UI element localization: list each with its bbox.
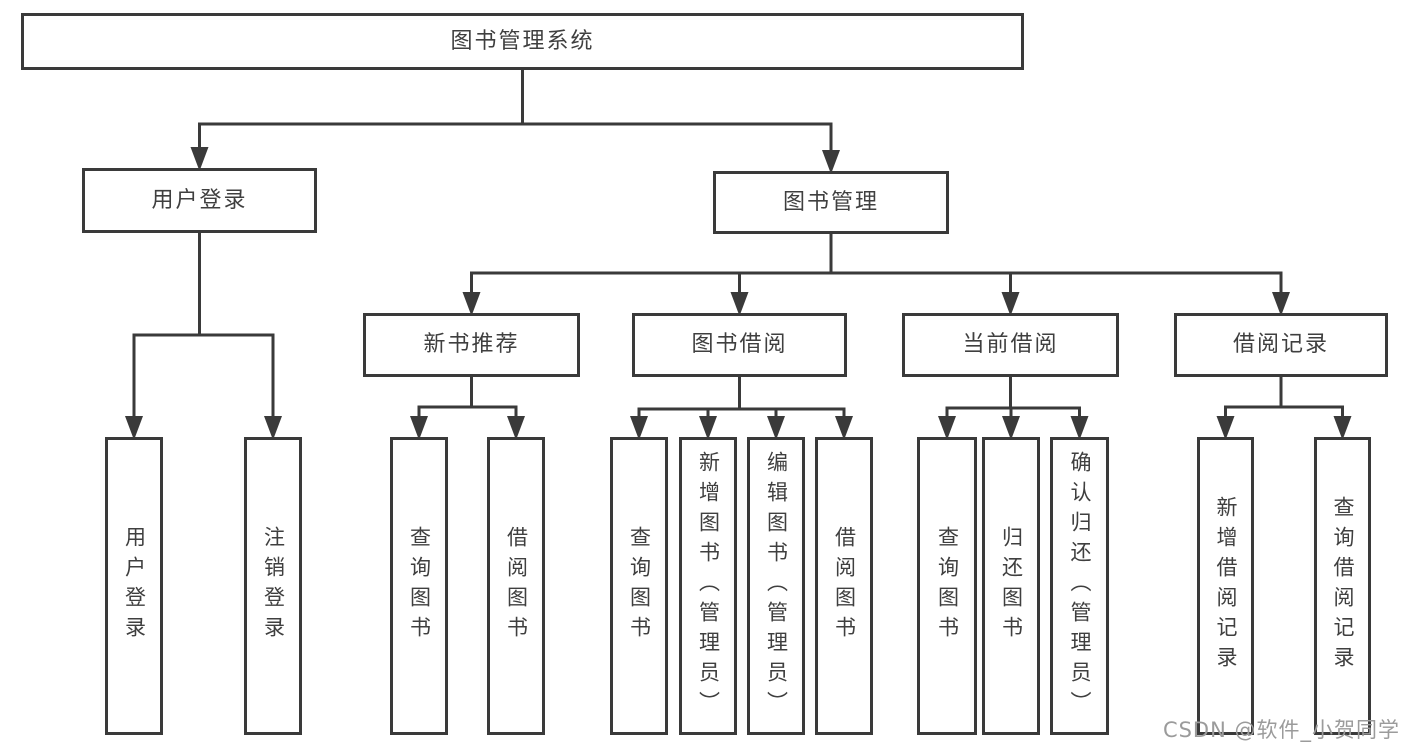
node-label: 借阅图书 (832, 526, 857, 646)
node-book-management: 图书管理 (713, 171, 949, 234)
node-label: 查询图书 (935, 526, 960, 646)
node-borrow-add-books-admin: 新增图书（管理员） (679, 437, 737, 735)
node-label: 新书推荐 (423, 332, 520, 357)
watermark: CSDN @软件_小贺同学 (1162, 718, 1400, 742)
node-label: 当前借阅 (962, 332, 1059, 357)
node-label: 借阅图书 (504, 526, 529, 646)
node-label: 注销登录 (261, 526, 286, 646)
node-label: 查询图书 (407, 526, 432, 646)
node-new-book-recommend: 新书推荐 (363, 313, 580, 377)
node-label: 确认归还（管理员） (1068, 451, 1092, 721)
node-user-login: 用户登录 (82, 168, 317, 233)
node-current-borrowing: 当前借阅 (902, 313, 1119, 377)
node-recommend-borrow-books: 借阅图书 (487, 437, 545, 735)
node-label: 新增借阅记录 (1214, 496, 1238, 676)
node-records-query-record: 查询借阅记录 (1314, 437, 1371, 735)
node-label: 图书管理系统 (450, 28, 595, 54)
node-borrow-query-books: 查询图书 (610, 437, 668, 735)
node-recommend-query-books: 查询图书 (390, 437, 448, 735)
node-logout-leaf: 注销登录 (244, 437, 302, 735)
node-library-management-system: 图书管理系统 (21, 13, 1024, 70)
node-current-confirm-return-admin: 确认归还（管理员） (1050, 437, 1109, 735)
node-book-borrowing: 图书借阅 (632, 313, 847, 377)
node-borrow-edit-books-admin: 编辑图书（管理员） (747, 437, 805, 735)
node-borrow-borrow-books: 借阅图书 (815, 437, 873, 735)
node-current-return-books: 归还图书 (982, 437, 1040, 735)
node-label: 查询图书 (627, 526, 652, 646)
node-label: 图书管理 (782, 189, 879, 215)
node-label: 用户登录 (122, 526, 147, 646)
node-label: 新增图书（管理员） (696, 451, 721, 721)
node-label: 借阅记录 (1232, 332, 1329, 357)
node-borrowing-records: 借阅记录 (1174, 313, 1388, 377)
node-records-add-record: 新增借阅记录 (1197, 437, 1254, 735)
node-current-query-books: 查询图书 (917, 437, 977, 735)
node-label: 图书借阅 (691, 332, 788, 357)
node-label: 查询借阅记录 (1331, 496, 1355, 676)
node-user-login-leaf: 用户登录 (105, 437, 163, 735)
node-label: 编辑图书（管理员） (764, 451, 789, 721)
node-label: 归还图书 (999, 526, 1024, 646)
node-label: 用户登录 (151, 187, 248, 213)
